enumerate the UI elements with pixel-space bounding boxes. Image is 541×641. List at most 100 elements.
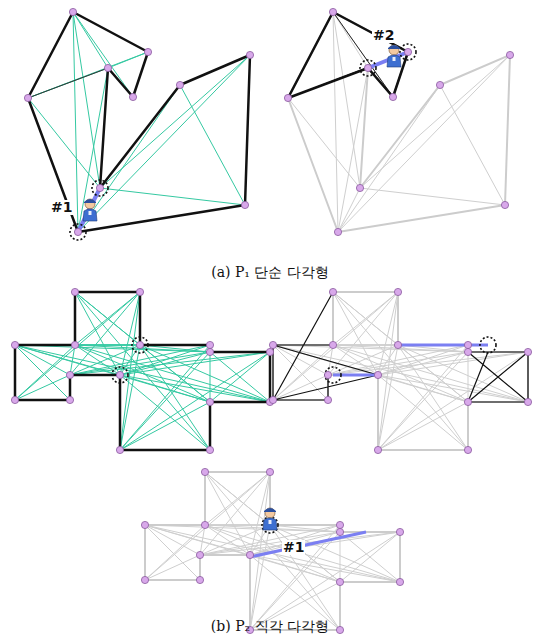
- visibility-line: [120, 375, 210, 402]
- visibility-line: [333, 12, 360, 188]
- visibility-line: [328, 345, 468, 375]
- vertex-dot: [116, 371, 123, 378]
- visibility-line: [15, 345, 210, 402]
- visibility-line: [120, 375, 270, 402]
- vertex-dot: [11, 396, 18, 403]
- visibility-line: [120, 375, 210, 450]
- vertex-dot: [336, 528, 343, 535]
- vertex-dot: [206, 398, 213, 405]
- vertex-dot: [196, 576, 203, 583]
- visibility-line: [378, 402, 468, 450]
- vertex-dot: [269, 341, 276, 348]
- visibility-line: [378, 352, 528, 375]
- visibility-line: [120, 352, 270, 375]
- vertex-dot: [324, 396, 331, 403]
- guard-icon: [387, 45, 401, 67]
- vertex-dot: [196, 551, 203, 558]
- visibility-line: [440, 85, 505, 205]
- visibility-line: [73, 12, 100, 188]
- visibility-line: [28, 98, 100, 188]
- visibility-line: [288, 98, 360, 188]
- visibility-line: [250, 555, 340, 582]
- vertex-dot: [396, 528, 403, 535]
- visibility-line: [338, 85, 440, 232]
- visibility-line: [73, 12, 78, 232]
- visibility-line: [70, 352, 270, 375]
- visibility-line: [28, 52, 148, 98]
- visibility-line: [378, 375, 468, 402]
- visibility-line: [360, 188, 505, 205]
- visibility-line: [328, 352, 528, 375]
- visibility-line: [333, 292, 378, 375]
- visible-region: [273, 292, 378, 400]
- guard-marker: [132, 337, 148, 353]
- vertex-dot: [241, 201, 248, 208]
- visibility-line: [75, 292, 120, 375]
- simple-polygon: [28, 12, 250, 240]
- callout-number: #1: [50, 200, 73, 215]
- guard-path: [398, 344, 488, 347]
- vertex-dot: [464, 341, 471, 348]
- guard-path: [333, 374, 378, 377]
- visibility-line: [145, 525, 200, 580]
- visibility-line: [120, 402, 210, 450]
- vertex-dot: [374, 371, 381, 378]
- vertex-dot: [96, 184, 103, 191]
- visibility-line: [333, 292, 468, 402]
- vertex-dot: [329, 341, 336, 348]
- figure-caption: (b) P₂ 직각 다각형: [211, 618, 329, 635]
- visibility-line: [120, 352, 210, 450]
- visibility-line: [210, 352, 211, 402]
- vertex-dot: [404, 48, 411, 55]
- visibility-line: [145, 525, 340, 582]
- guard-marker: [70, 224, 86, 240]
- vertex-dot: [71, 341, 78, 348]
- vertex-dot: [266, 348, 273, 355]
- vertex-dot: [394, 341, 401, 348]
- visibility-line: [200, 532, 400, 555]
- vertex-dot: [524, 348, 531, 355]
- vertex-dot: [334, 228, 341, 235]
- visibility-line: [205, 472, 250, 555]
- vertex-dot: [201, 468, 208, 475]
- vertex-dot: [336, 578, 343, 585]
- vertex-dot: [524, 398, 531, 405]
- visibility-line: [273, 375, 328, 400]
- vertex-dot: [501, 201, 508, 208]
- vertex-dot: [24, 94, 31, 101]
- guard-path: [250, 532, 366, 557]
- vertex-dot: [336, 626, 343, 633]
- vertex-dot: [246, 551, 253, 558]
- vertex-dot: [116, 446, 123, 453]
- visibility-line: [378, 375, 468, 450]
- visibility-line: [75, 292, 210, 402]
- polygon-outline: [28, 12, 250, 232]
- visible-region: [288, 12, 408, 98]
- polygon-outline: [288, 12, 510, 232]
- guard-marker: [480, 337, 496, 353]
- visibility-line: [340, 532, 341, 582]
- orthogonal-polygon-copy: [273, 292, 528, 450]
- vertex-dot: [206, 341, 213, 348]
- visibility-line: [333, 12, 338, 232]
- visible-region: [468, 345, 528, 402]
- visibility-line: [73, 12, 133, 97]
- vertex-dot: [69, 8, 76, 15]
- visibility-line: [250, 532, 340, 630]
- guard-marker: [400, 44, 416, 60]
- orthogonal-polygon: [15, 292, 270, 450]
- visibility-line: [378, 375, 528, 402]
- vertex-dot: [506, 51, 513, 58]
- vertex-dot: [144, 48, 151, 55]
- visibility-line: [100, 188, 245, 205]
- simple-polygon-copy: [288, 12, 510, 232]
- visibility-line: [250, 555, 400, 582]
- visibility-line: [338, 188, 360, 232]
- vertex-dot: [324, 371, 331, 378]
- vertex-dots: [11, 8, 531, 633]
- vertex-dot: [71, 288, 78, 295]
- vertex-dot: [329, 288, 336, 295]
- vertex-dot: [356, 184, 363, 191]
